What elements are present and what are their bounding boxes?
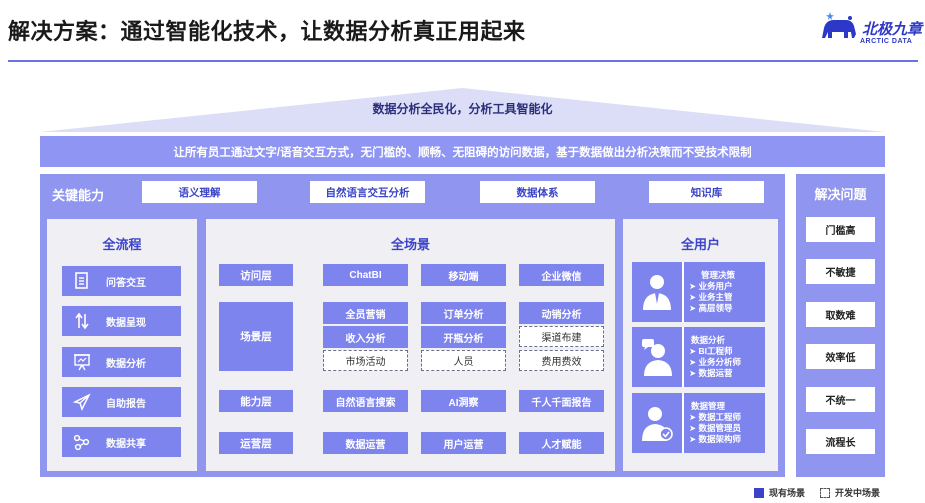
capability-ai-insight: AI洞察 bbox=[421, 390, 506, 412]
user-card-line: ➤ 数据运营 bbox=[689, 368, 733, 378]
process-item-qa: 问答交互 bbox=[62, 266, 181, 296]
logo-name: 北极九章 bbox=[862, 21, 923, 38]
process-item-self-report: 自助报告 bbox=[62, 387, 181, 417]
logo-subtitle: ARCTIC DATA bbox=[860, 38, 913, 45]
process-item-analysis: 数据分析 bbox=[62, 347, 181, 377]
user-card-line: ➤ 数据管理员 bbox=[689, 423, 741, 433]
full-process-title: 全流程 bbox=[102, 237, 142, 252]
scene-personnel: 人员 bbox=[421, 350, 506, 371]
manager-icon bbox=[632, 262, 682, 322]
user-card-line: ➤ 业务用户 bbox=[689, 281, 733, 291]
full-user-title: 全用户 bbox=[680, 237, 720, 252]
user-card-title: 管理决策 bbox=[701, 270, 736, 280]
up-down-arrows-icon bbox=[70, 312, 94, 330]
operation-user: 用户运营 bbox=[421, 432, 506, 454]
data-admin-icon bbox=[632, 393, 682, 453]
scene-sales-analysis: 动销分析 bbox=[519, 302, 604, 324]
operation-data: 数据运营 bbox=[323, 432, 408, 454]
problem-item: 流程长 bbox=[806, 429, 875, 454]
access-mobile: 移动端 bbox=[421, 264, 506, 286]
user-card-line: ➤ 数据架构师 bbox=[689, 434, 741, 444]
share-icon bbox=[70, 433, 94, 451]
legend-existing: 现有场景 bbox=[754, 486, 805, 499]
logo bbox=[818, 8, 918, 54]
process-item-label: 自助报告 bbox=[106, 398, 146, 410]
user-card-management: 管理决策 ➤ 业务用户 ➤ 业务主管 ➤ 高层领导 bbox=[632, 262, 765, 322]
problem-item: 门槛高 bbox=[806, 217, 875, 242]
roof-triangle bbox=[40, 88, 885, 132]
process-item-label: 数据共享 bbox=[106, 438, 146, 450]
legend-developing: 开发中场景 bbox=[820, 486, 880, 499]
operation-talent: 人才赋能 bbox=[519, 432, 604, 454]
legend-dashed-swatch bbox=[820, 487, 830, 498]
user-card-line: ➤ BI工程师 bbox=[689, 346, 733, 356]
paper-plane-icon bbox=[70, 393, 94, 411]
problem-item: 效率低 bbox=[806, 344, 875, 369]
presentation-board-icon bbox=[70, 353, 94, 371]
full-scene-title: 全场景 bbox=[390, 237, 430, 252]
user-card-text: 管理决策 ➤ 业务用户 ➤ 业务主管 ➤ 高层领导 bbox=[682, 262, 765, 322]
layer-operation: 运营层 bbox=[219, 432, 293, 454]
user-card-title: 数据分析 bbox=[691, 335, 726, 345]
user-card-line: ➤ 业务主管 bbox=[689, 292, 733, 302]
user-card-line: ➤ 业务分析师 bbox=[689, 357, 741, 367]
layer-access: 访问层 bbox=[219, 264, 293, 286]
scene-order-analysis: 订单分析 bbox=[421, 302, 506, 324]
process-item-label: 问答交互 bbox=[106, 277, 146, 289]
scene-bottle-opening-analysis: 开瓶分析 bbox=[421, 326, 506, 348]
page-title: 解决方案：通过智能化技术，让数据分析真正用起来 bbox=[8, 19, 526, 44]
problems-title: 解决问题 bbox=[814, 187, 867, 202]
user-card-line: ➤ 高层领导 bbox=[689, 303, 733, 313]
polar-bear-logo-icon bbox=[822, 12, 856, 38]
problem-item: 不敏捷 bbox=[806, 259, 875, 284]
capability-nl-search: 自然语言搜索 bbox=[323, 390, 408, 412]
user-card-data-management: 数据管理 ➤ 数据工程师 ➤ 数据管理员 ➤ 数据架构师 bbox=[632, 393, 765, 453]
process-item-presentation: 数据呈现 bbox=[62, 306, 181, 336]
legend-solid-swatch bbox=[754, 487, 764, 498]
access-chatbi: ChatBI bbox=[323, 264, 408, 286]
scene-market-activities: 市场活动 bbox=[323, 350, 408, 371]
legend-existing-label: 现有场景 bbox=[769, 488, 806, 498]
scene-all-staff-marketing: 全员营销 bbox=[323, 302, 408, 324]
header-divider bbox=[8, 60, 918, 62]
user-card-analysis: 数据分析 ➤ BI工程师 ➤ 业务分析师 ➤ 数据运营 bbox=[632, 327, 765, 387]
analyst-icon bbox=[632, 327, 682, 387]
problem-item: 不统一 bbox=[806, 387, 875, 412]
scene-expense-efficiency: 费用费效 bbox=[519, 350, 604, 371]
capability-knowledge-base: 知识库 bbox=[649, 181, 764, 203]
capability-data-system: 数据体系 bbox=[480, 181, 595, 203]
user-card-text: 数据分析 ➤ BI工程师 ➤ 业务分析师 ➤ 数据运营 bbox=[682, 327, 765, 387]
capability-semantic-understanding: 语义理解 bbox=[142, 181, 257, 203]
problem-item: 取数难 bbox=[806, 302, 875, 327]
document-icon bbox=[70, 272, 94, 290]
process-item-label: 数据呈现 bbox=[106, 317, 146, 329]
user-card-title: 数据管理 bbox=[691, 401, 726, 411]
legend-developing-label: 开发中场景 bbox=[835, 488, 881, 498]
scene-revenue-analysis: 收入分析 bbox=[323, 326, 408, 348]
capability-personalized-report: 千人千面报告 bbox=[519, 390, 604, 412]
layer-scene: 场景层 bbox=[219, 302, 293, 371]
key-capabilities-label: 关键能力 bbox=[52, 188, 105, 203]
process-item-label: 数据分析 bbox=[106, 358, 146, 370]
access-wecom: 企业微信 bbox=[519, 264, 604, 286]
user-card-line: ➤ 数据工程师 bbox=[689, 412, 741, 422]
roof-text: 数据分析全民化，分析工具智能化 bbox=[372, 102, 553, 116]
capability-nl-interaction: 自然语言交互分析 bbox=[310, 181, 425, 203]
scene-channel-building: 渠道布建 bbox=[519, 326, 604, 347]
layer-capability: 能力层 bbox=[219, 390, 293, 412]
vision-band: 让所有员工通过文字/语音交互方式，无门槛的、顺畅、无阻碍的访问数据，基于数据做出… bbox=[40, 136, 885, 167]
user-card-text: 数据管理 ➤ 数据工程师 ➤ 数据管理员 ➤ 数据架构师 bbox=[682, 393, 765, 453]
process-item-sharing: 数据共享 bbox=[62, 427, 181, 457]
